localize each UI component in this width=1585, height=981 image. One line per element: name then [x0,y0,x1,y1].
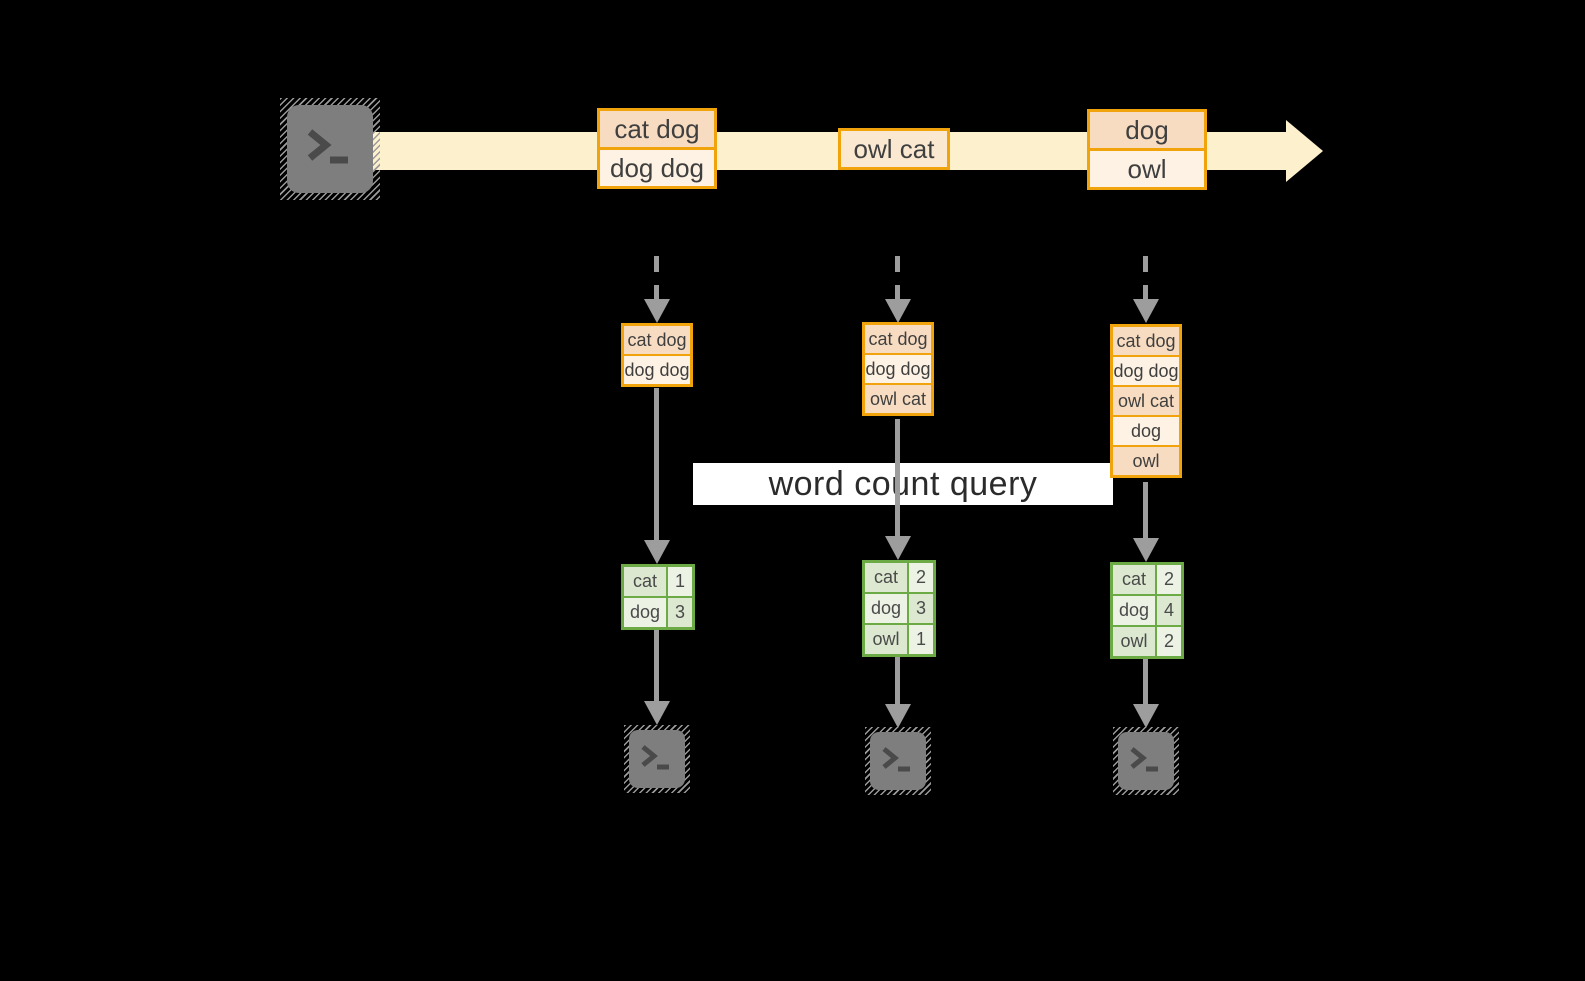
arrowhead-icon [644,701,670,725]
stream-arrowhead-icon [1286,120,1323,182]
count-word-cell: owl [865,625,909,654]
message-cell: owl [1113,445,1179,475]
terminal-prompt-icon [882,747,910,772]
count-value-cell: 1 [668,567,692,596]
count-word-cell: dog [624,598,668,627]
message-cell: dog dog [624,354,690,384]
message-cell: dog dog [865,353,931,383]
input-buffer-2: cat dog dog dog owl cat [862,322,934,416]
connector-arrow [895,657,900,706]
terminal-prompt-icon [307,129,348,164]
table-row: owl 1 [865,623,933,654]
table-row: cat 2 [1113,565,1181,594]
count-word-cell: owl [1113,627,1157,656]
arrowhead-icon [1133,704,1159,728]
message-cell: dog [1090,112,1204,148]
connector-arrow [654,388,659,542]
count-table-2: cat 2 dog 3 owl 1 [862,560,936,657]
count-word-cell: dog [865,594,909,623]
message-cell: cat dog [624,326,690,354]
query-banner-label: word count query [768,464,1038,503]
terminal-icon [624,725,690,793]
terminal-icon [1113,727,1179,795]
connector-arrow [895,419,900,538]
arrowhead-icon [885,536,911,560]
arrowhead-icon [644,540,670,564]
input-buffer-3: cat dog dog dog owl cat dog owl [1110,324,1182,478]
stream-group-3: dog owl [1087,109,1207,190]
dashed-arrow [895,256,900,300]
arrowhead-icon [1133,299,1159,323]
count-word-cell: cat [865,563,909,592]
arrowhead-icon [1133,538,1159,562]
table-row: cat 1 [624,567,692,596]
query-banner: word count query [693,463,1113,505]
message-cell: owl [1090,148,1204,187]
dashed-arrow [1143,256,1148,300]
message-cell: dog dog [600,147,714,186]
count-value-cell: 2 [1157,627,1181,656]
message-cell: owl cat [1113,385,1179,415]
count-table-3: cat 2 dog 4 owl 2 [1110,562,1184,659]
arrowhead-icon [644,299,670,323]
stream-group-2: owl cat [838,128,950,170]
message-cell: cat dog [600,111,714,147]
message-cell: cat dog [865,325,931,353]
table-row: owl 2 [1113,625,1181,656]
arrowhead-icon [885,704,911,728]
dashed-arrow [654,256,659,300]
arrowhead-icon [885,299,911,323]
count-value-cell: 1 [909,625,933,654]
count-value-cell: 3 [668,598,692,627]
table-row: dog 3 [865,592,933,623]
count-word-cell: dog [1113,596,1157,625]
table-row: dog 4 [1113,594,1181,625]
stream-group-1: cat dog dog dog [597,108,717,189]
message-cell: dog dog [1113,355,1179,385]
message-cell: owl cat [865,383,931,413]
count-value-cell: 3 [909,594,933,623]
terminal-prompt-icon [641,745,669,770]
message-cell: cat dog [1113,327,1179,355]
message-cell: dog [1113,415,1179,445]
input-buffer-1: cat dog dog dog [621,323,693,387]
count-word-cell: cat [1113,565,1157,594]
count-value-cell: 2 [909,563,933,592]
terminal-icon [280,98,380,200]
count-value-cell: 2 [1157,565,1181,594]
connector-arrow [1143,659,1148,706]
connector-arrow [1143,482,1148,540]
table-row: cat 2 [865,563,933,592]
table-row: dog 3 [624,596,692,627]
count-value-cell: 4 [1157,596,1181,625]
connector-arrow [654,628,659,704]
message-cell: owl cat [841,131,947,167]
count-word-cell: cat [624,567,668,596]
terminal-prompt-icon [1130,747,1158,772]
count-table-1: cat 1 dog 3 [621,564,695,630]
terminal-icon [865,727,931,795]
